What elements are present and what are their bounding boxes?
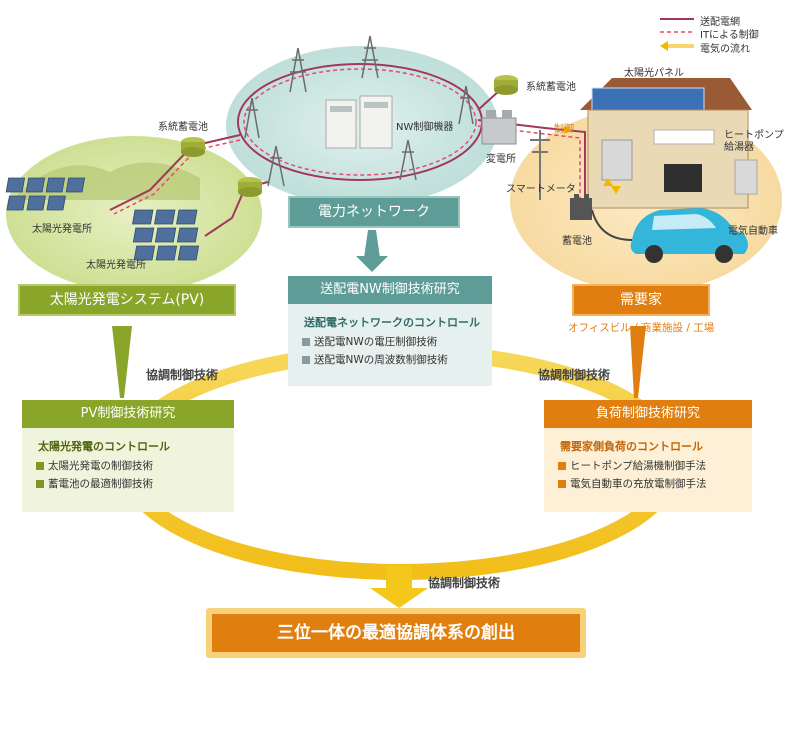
nw-research-item: 送配電NWの電圧制御技術	[302, 334, 492, 349]
solar-plant-label-1: 太陽光発電所	[32, 224, 92, 235]
power-flow-arrows	[564, 126, 621, 194]
bullet-square-icon	[36, 461, 44, 470]
down-arrow-head	[370, 588, 428, 608]
legend-power-line: 送配電網	[700, 17, 740, 28]
house-icon	[580, 78, 758, 209]
nw-grid-battery-label: 系統蓄電池	[526, 82, 576, 93]
legend-power-flow: 電気の流れ	[700, 44, 750, 55]
pv-research-panel: 太陽光発電のコントロール 太陽光発電の制御技術 蓄電池の最適制御技術	[22, 428, 234, 512]
down-arrow-stem	[386, 566, 412, 588]
solar-farm-icons	[5, 177, 200, 261]
pv-research-item: 蓄電池の最適制御技術	[36, 476, 234, 491]
power-network-header: 電力ネットワーク	[288, 196, 460, 228]
house-battery-icon	[570, 194, 592, 220]
pv-system-header: 太陽光発電システム(PV)	[18, 284, 236, 316]
solar-panel-label: 太陽光パネル	[624, 68, 684, 79]
substation-label: 変電所	[486, 154, 516, 165]
substation-icon	[481, 110, 517, 145]
legend-it-control: ITによる制御	[700, 30, 759, 41]
consumer-subtitle: オフィスビル / 商業施設 / 工場	[568, 322, 715, 334]
house-battery-label: 蓄電池	[562, 236, 592, 247]
control-label: 制御	[554, 124, 574, 135]
coop-label-bottom: 協調制御技術	[428, 576, 501, 590]
load-research-title: 需要家側負荷のコントロール	[560, 440, 703, 453]
bullet-square-icon	[558, 461, 566, 470]
consumer-header: 需要家	[572, 284, 710, 316]
bullet-square-icon	[36, 479, 44, 488]
nw-connector-2	[364, 230, 380, 258]
coop-label-right: 協調制御技術	[538, 368, 611, 382]
coop-label-left: 協調制御技術	[146, 368, 219, 382]
pv-connector	[112, 326, 132, 398]
nw-research-panel: 送配電ネットワークのコントロール 送配電NWの電圧制御技術 送配電NWの周波数制…	[288, 304, 492, 386]
it-ring	[243, 68, 477, 176]
load-research-panel: 需要家側負荷のコントロール ヒートポンプ給湯機制御手法 電気自動車の充放電制御手…	[544, 428, 752, 512]
pv-research-item: 太陽光発電の制御技術	[36, 458, 234, 473]
nw-device-label: NW制御機器	[396, 122, 454, 133]
heat-pump-label: ヒートポンプ 給湯器	[724, 130, 784, 153]
electric-car-icon	[591, 208, 748, 263]
legend-graphics	[660, 18, 694, 51]
bullet-square-icon	[302, 355, 310, 364]
smart-meter-label: スマートメータ	[506, 184, 576, 195]
load-research-header: 負荷制御技術研究	[544, 400, 752, 428]
ev-label: 電気自動車	[728, 226, 778, 237]
nw-research-title: 送配電ネットワークのコントロール	[304, 316, 480, 329]
pv-research-header: PV制御技術研究	[22, 400, 234, 428]
nw-connector	[356, 256, 388, 272]
grid-line-pv	[109, 134, 241, 211]
nw-control-device-icon	[325, 95, 393, 149]
load-research-item: ヒートポンプ給湯機制御手法	[558, 458, 752, 473]
load-connector	[630, 326, 646, 398]
result-box-outer: 三位一体の最適協調体系の創出	[206, 608, 586, 658]
utility-pole-icon	[530, 130, 550, 200]
pv-research-title: 太陽光発電のコントロール	[38, 440, 170, 453]
nw-research-item: 送配電NWの周波数制御技術	[302, 352, 492, 367]
grid-battery-icons	[181, 75, 518, 197]
pv-grid-battery-label: 系統蓄電池	[158, 122, 208, 133]
pylon-icons	[244, 35, 474, 187]
bullet-square-icon	[302, 337, 310, 346]
result-title: 三位一体の最適協調体系の創出	[212, 614, 580, 652]
nw-research-header: 送配電NW制御技術研究	[288, 276, 492, 304]
load-research-item: 電気自動車の充放電制御手法	[558, 476, 752, 491]
bullet-square-icon	[558, 479, 566, 488]
solar-plant-label-2: 太陽光発電所	[86, 260, 146, 271]
